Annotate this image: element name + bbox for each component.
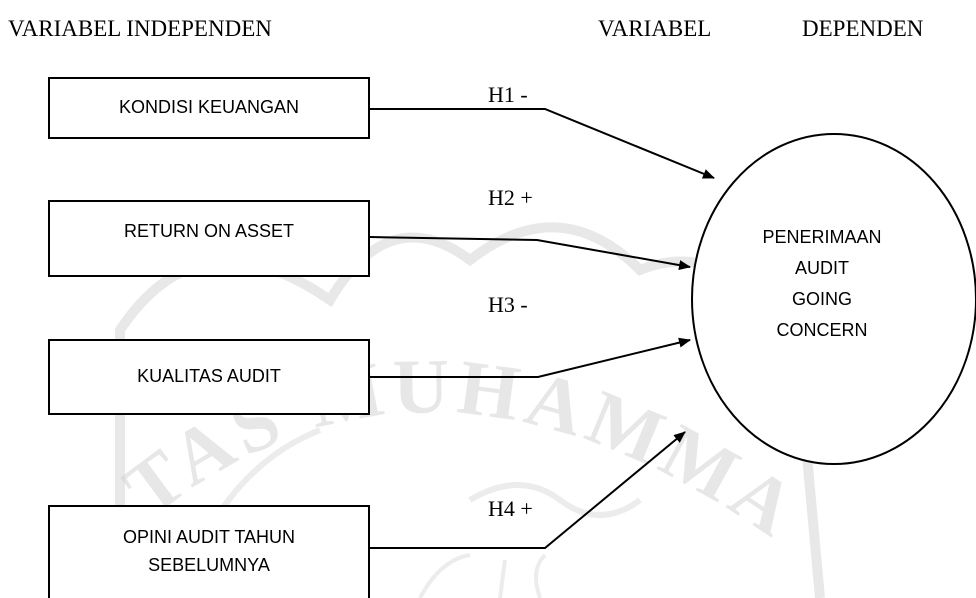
dependent-heading-word-1: VARIABEL — [598, 16, 712, 41]
box-label-line-1: OPINI AUDIT TAHUN — [122, 527, 296, 547]
box-return-on-asset: RETURN ON ASSET — [48, 200, 370, 277]
box-label: KUALITAS AUDIT — [137, 366, 281, 387]
dependent-heading-word-2: DEPENDEN — [802, 16, 924, 41]
dependent-label-line-4: CONCERN — [776, 319, 868, 340]
box-label: KONDISI KEUANGAN — [118, 97, 300, 118]
box-label: RETURN ON ASSET — [123, 221, 295, 241]
connector-h1 — [370, 108, 715, 179]
dependent-variable-circle — [691, 133, 976, 465]
dependent-label-line-1: PENERIMAAN — [762, 227, 882, 247]
box-kualitas-audit: KUALITAS AUDIT — [48, 339, 370, 415]
box-opini-audit-tahun-sebelumnya: OPINI AUDIT TAHUN SEBELUMNYA — [48, 505, 370, 598]
hypothesis-label-h4: H4 + — [486, 496, 535, 521]
hypothesis-label-h1: H1 - — [486, 82, 530, 107]
dependent-label-line-3: GOING — [791, 288, 852, 309]
connector-h2 — [369, 236, 691, 271]
connector-h3 — [370, 337, 691, 378]
connector-h4 — [370, 431, 686, 549]
dependent-variable-label: PENERIMAAN AUDIT GOING CONCERN — [722, 222, 922, 346]
box-kondisi-keuangan: KONDISI KEUANGAN — [48, 77, 370, 139]
independent-heading: VARIABEL INDEPENDEN — [8, 16, 272, 41]
hypothesis-label-h3: H3 - — [486, 292, 530, 317]
dependent-label-line-2: AUDIT — [795, 257, 849, 278]
box-label-line-2: SEBELUMNYA — [148, 554, 270, 575]
hypothesis-label-h2: H2 + — [486, 185, 535, 210]
